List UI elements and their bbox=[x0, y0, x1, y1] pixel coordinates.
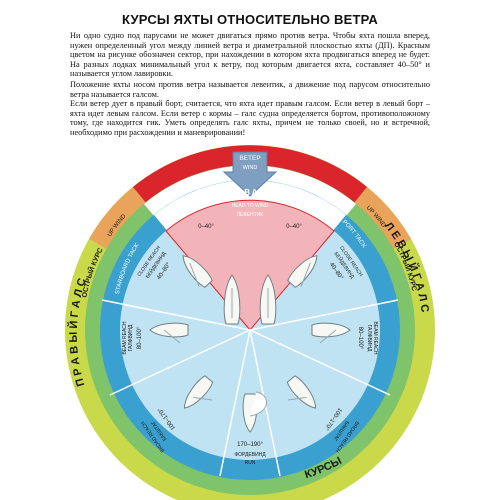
no-go-angle-right: 0–40° bbox=[286, 224, 302, 230]
leventik-label: ЛЕВЕНТИК bbox=[237, 212, 264, 218]
wind-arrow bbox=[222, 151, 278, 197]
yacht-close-reach-left-icon bbox=[182, 255, 213, 288]
svg-text:RUN: RUN bbox=[245, 460, 256, 466]
no-go-angle-left: 0–40° bbox=[198, 224, 214, 230]
svg-text:ГАЛФВИНД: ГАЛФВИНД bbox=[128, 324, 134, 351]
no-go-zone-label: НЕХОДОВАЯ ЗОНА bbox=[198, 188, 302, 197]
no-go-sector bbox=[166, 200, 334, 330]
yacht-broad-reach-left-icon bbox=[183, 375, 214, 409]
beam-reach-left: BEAM REACH ГАЛФВИНД 80–100° bbox=[122, 321, 143, 354]
yacht-head-to-wind-left-icon bbox=[223, 274, 241, 325]
svg-text:BEAM REACH: BEAM REACH bbox=[122, 321, 128, 354]
yacht-beam-reach-right-icon bbox=[311, 322, 351, 344]
wind-label-ru: ВЕТЕР bbox=[239, 155, 260, 162]
yacht-close-reach-right-icon bbox=[287, 255, 318, 288]
beam-reach-right: BEAM REACH ГАЛФВИНД 80–100° bbox=[357, 321, 378, 354]
run-sector: 170–190° ФОРДЕВИНД RUN bbox=[234, 442, 266, 466]
yacht-head-to-wind-right-icon bbox=[259, 274, 277, 325]
yacht-broad-reach-right-icon bbox=[286, 375, 317, 409]
leventik-paragraph: Положение яхты носом против ветра называ… bbox=[70, 80, 430, 99]
svg-text:80–100°: 80–100° bbox=[357, 327, 363, 350]
svg-text:BEAM REACH: BEAM REACH bbox=[372, 321, 378, 354]
yacht-beam-reach-left-icon bbox=[149, 322, 189, 344]
head-to-wind-label: HEAD TO WIND bbox=[232, 203, 269, 209]
svg-text:80–100°: 80–100° bbox=[137, 326, 143, 349]
yacht-icons bbox=[149, 255, 351, 433]
svg-text:ГАЛФВИНД: ГАЛФВИНД bbox=[366, 325, 372, 352]
wind-label-en: WIND bbox=[243, 165, 258, 171]
page-title: КУРСЫ ЯХТЫ ОТНОСИТЕЛЬНО ВЕТРА bbox=[122, 12, 378, 27]
tack-paragraph: Если ветер дует в правый борт, считается… bbox=[70, 99, 430, 137]
intro-paragraph: Ни одно судно под парусами не может двиг… bbox=[70, 31, 430, 79]
yacht-run-icon bbox=[242, 391, 267, 433]
svg-text:ФОРДЕВИНД: ФОРДЕВИНД bbox=[234, 452, 266, 458]
no-go-sector-outline bbox=[165, 199, 335, 331]
svg-text:170–190°: 170–190° bbox=[237, 442, 263, 448]
